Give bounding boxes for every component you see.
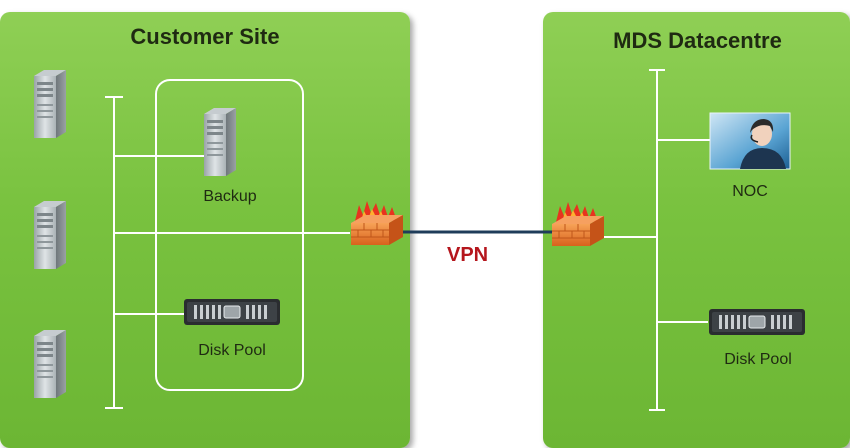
client-server-icon-3 [34,330,66,398]
datacentre-network-lines [601,69,710,411]
datacentre-title: MDS Datacentre [613,28,782,53]
customer-site-title: Customer Site [130,24,280,49]
customer-site-panel [0,12,410,448]
datacentre-disk-array-icon [708,308,806,336]
backup-label: Backup [203,188,257,205]
customer-disk-pool-label: Disk Pool [198,342,266,359]
client-server-icon-2 [34,201,66,269]
noc-operator-icon [709,112,791,170]
datacentre-firewall-icon [551,201,605,247]
datacentre-disk-pool-label: Disk Pool [724,351,792,368]
vpn-label: VPN [447,244,489,266]
backup-server-icon [204,108,236,176]
customer-disk-array-icon [183,298,281,326]
noc-label: NOC [732,183,768,200]
client-server-icon-1 [34,70,66,138]
customer-network-lines [105,79,350,409]
customer-firewall-icon [350,200,404,246]
